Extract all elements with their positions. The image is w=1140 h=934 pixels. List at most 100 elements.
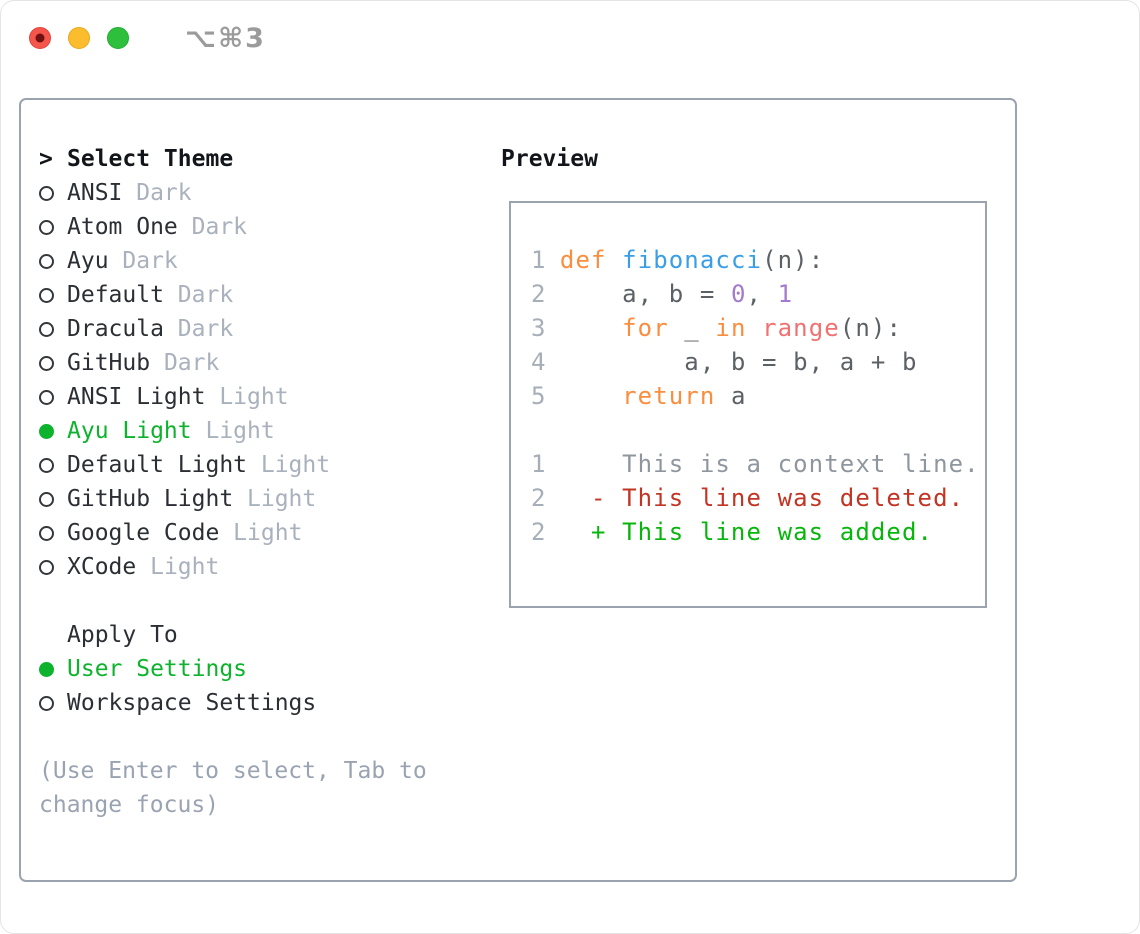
radio-icon <box>39 185 54 201</box>
zoom-button[interactable] <box>107 27 129 49</box>
option-label: Atom One <box>67 214 178 240</box>
radio-icon <box>39 457 54 473</box>
option-label: Default <box>67 282 164 308</box>
line-number: 1 <box>531 246 547 274</box>
theme-option[interactable]: GitHub Dark <box>39 346 471 380</box>
radio-icon <box>39 491 54 507</box>
option-variant-label: Dark <box>177 214 248 240</box>
theme-option[interactable]: ANSI Dark <box>39 176 471 210</box>
line-number: 3 <box>531 314 547 342</box>
code-line: 2 + This line was added. <box>531 515 985 549</box>
apply-to-title: Apply To <box>67 622 178 648</box>
theme-option[interactable]: GitHub Light Light <box>39 482 471 516</box>
line-content: def fibonacci(n): <box>559 246 825 274</box>
option-label: Ayu Light <box>67 418 192 444</box>
blank-line <box>531 413 985 447</box>
option-variant-label: Light <box>205 384 289 410</box>
spacer <box>39 584 471 618</box>
option-label: ANSI <box>67 180 123 206</box>
line-content: a, b = 0, 1 <box>559 280 794 308</box>
radio-icon <box>39 253 54 269</box>
window-shortcut-label: ⌥⌘3 <box>185 22 266 54</box>
radio-icon <box>39 219 54 235</box>
titlebar: ⌥⌘3 <box>1 1 1139 75</box>
line-number: 5 <box>531 382 547 410</box>
close-dot-icon <box>35 33 45 43</box>
spacer <box>39 720 471 754</box>
line-number: 4 <box>531 348 547 376</box>
select-theme-title: Select Theme <box>67 146 234 172</box>
line-number: 2 <box>531 518 547 546</box>
theme-option[interactable]: Dracula Dark <box>39 312 471 346</box>
radio-icon <box>39 355 54 371</box>
radio-icon <box>39 559 54 575</box>
option-label: GitHub Light <box>67 486 234 512</box>
radio-icon <box>39 287 54 303</box>
radio-icon <box>39 389 54 405</box>
apply-to-header: Apply To <box>39 618 471 652</box>
apply-to-option[interactable]: Workspace Settings <box>39 686 471 720</box>
code-line: 1 This is a context line. <box>531 447 985 481</box>
theme-option[interactable]: Atom One Dark <box>39 210 471 244</box>
option-label: Ayu <box>67 248 109 274</box>
hint-text: (Use Enter to select, Tab to change focu… <box>39 758 427 818</box>
radio-selected-icon <box>39 661 54 677</box>
minimize-button[interactable] <box>68 27 90 49</box>
code-line: 5 return a <box>531 379 985 413</box>
select-theme-header: > Select Theme <box>39 142 471 176</box>
line-number: 2 <box>531 280 547 308</box>
option-variant-label: Light <box>233 486 317 512</box>
option-label: ANSI Light <box>67 384 206 410</box>
close-button[interactable] <box>29 27 51 49</box>
option-label: Workspace Settings <box>67 690 317 716</box>
option-label: GitHub <box>67 350 151 376</box>
code-line: 2 - This line was deleted. <box>531 481 985 515</box>
code-line: 3 for _ in range(n): <box>531 311 985 345</box>
code-line: 2 a, b = 0, 1 <box>531 277 985 311</box>
radio-icon <box>39 525 54 541</box>
option-variant-label: Dark <box>122 180 192 206</box>
line-content: return a <box>622 382 747 410</box>
line-number: 1 <box>531 450 547 478</box>
option-variant-label: Light <box>136 554 220 580</box>
code-line: 1 def fibonacci(n): <box>531 243 985 277</box>
preview-title: Preview <box>501 146 598 172</box>
radio-icon <box>39 321 54 337</box>
option-variant-label: Dark <box>108 248 178 274</box>
theme-option[interactable]: Default Dark <box>39 278 471 312</box>
theme-option[interactable]: ANSI Light Light <box>39 380 471 414</box>
option-variant-label: Light <box>219 520 303 546</box>
prompt-icon: > <box>39 146 53 172</box>
option-variant-label: Dark <box>163 282 234 308</box>
line-content: for _ in range(n): <box>622 314 903 342</box>
option-variant-label: Dark <box>163 316 234 342</box>
radio-selected-icon <box>39 423 54 439</box>
theme-option[interactable]: Default Light Light <box>39 448 471 482</box>
line-content: - This line was deleted. <box>559 484 965 512</box>
theme-option[interactable]: XCode Light <box>39 550 471 584</box>
option-label: Dracula <box>67 316 164 342</box>
line-number <box>531 413 560 447</box>
radio-icon <box>39 695 54 711</box>
option-label: XCode <box>67 554 137 580</box>
code-line: 4 a, b = b, a + b <box>531 345 985 379</box>
theme-option[interactable]: Ayu Dark <box>39 244 471 278</box>
option-label: User Settings <box>67 656 248 682</box>
option-label: Default Light <box>67 452 248 478</box>
line-content: + This line was added. <box>559 518 934 546</box>
theme-option[interactable]: Google Code Light <box>39 516 471 550</box>
option-variant-label: Dark <box>150 350 220 376</box>
apply-to-option[interactable]: User Settings <box>39 652 471 686</box>
theme-option[interactable]: Ayu Light Light <box>39 414 471 448</box>
option-label: Google Code <box>67 520 220 546</box>
line-number: 2 <box>531 484 547 512</box>
line-content: This is a context line. <box>559 450 980 478</box>
option-variant-label: Light <box>191 418 275 444</box>
